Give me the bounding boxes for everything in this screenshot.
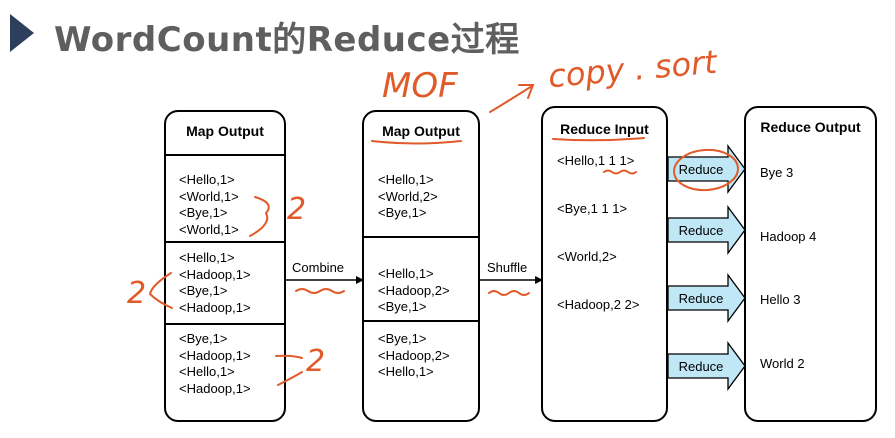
group3-bracket-bottom-icon	[277, 371, 303, 386]
reduce-input-underline-icon	[552, 137, 645, 142]
annotation-two-group2: 2	[127, 276, 147, 311]
title-bar: WordCount的Reduce过程	[0, 0, 895, 70]
combine-squiggle-icon	[295, 288, 345, 294]
reduce-arrow-label-4: Reduce	[678, 359, 724, 374]
title-triangle-icon	[10, 14, 34, 52]
map-output-1-divider-bottom	[166, 323, 284, 325]
group1-bracket-icon	[249, 196, 270, 237]
map-output-box-2: Map Output <Hello,1> <World,2> <Bye,1> <…	[362, 110, 480, 422]
reduce-circle-icon	[673, 148, 739, 192]
reduce-arrow-label-1: Reduce	[678, 162, 724, 177]
shuffle-label: Shuffle	[487, 260, 528, 275]
map-output-1-divider-mid	[166, 241, 284, 243]
map-output-1-divider-top	[166, 154, 284, 156]
reduce-arrow-label-3: Reduce	[678, 291, 724, 306]
map-output-2-group-1: <Hello,1> <World,2> <Bye,1>	[378, 172, 438, 220]
hello-squiggle-icon	[603, 169, 637, 175]
reduce-arrow-label-2: Reduce	[678, 223, 724, 238]
page-title: WordCount的Reduce过程	[54, 20, 520, 60]
map-output-2-title: Map Output	[382, 123, 460, 139]
annotation-two-group3: 2	[306, 344, 326, 379]
reduce-input-item-hadoop: <Hadoop,2 2>	[557, 297, 640, 312]
group3-bracket-top-icon	[275, 354, 303, 359]
mof-arrow-head-icon	[518, 84, 535, 99]
reduce-input-item-world: <World,2>	[557, 249, 617, 264]
map-output-2-group-3: <Bye,1> <Hadoop,2> <Hello,1>	[378, 331, 450, 379]
group2-bracket-icon	[148, 272, 173, 309]
map-output-1-group-1: <Hello,1> <World,1> <Bye,1> <World,1>	[179, 172, 239, 237]
reduce-output-item-world: World 2	[760, 356, 805, 371]
reduce-input-item-hello: <Hello,1 1 1>	[557, 153, 635, 168]
reduce-block-arrow-2	[667, 205, 746, 255]
combine-label: Combine	[292, 260, 345, 275]
reduce-output-box: Reduce Output Bye 3 Hadoop 4 Hello 3 Wor…	[744, 106, 877, 422]
combine-arrow-icon	[286, 276, 364, 284]
reduce-block-arrow-4	[667, 341, 746, 391]
annotation-two-group1: 2	[287, 192, 307, 227]
reduce-output-item-hello: Hello 3	[760, 292, 801, 307]
reduce-input-title: Reduce Input	[560, 121, 649, 137]
reduce-input-item-bye: <Bye,1 1 1>	[557, 201, 628, 216]
reduce-output-title: Reduce Output	[760, 119, 861, 135]
handwritten-marks	[148, 84, 739, 386]
reduce-output-item-bye: Bye 3	[760, 165, 794, 180]
mof-arrow-line-icon	[489, 85, 533, 113]
map-output-underline-icon	[371, 140, 462, 145]
shuffle-squiggle-icon	[488, 290, 530, 296]
annotation-mof: MOF	[382, 66, 458, 106]
map-output-1-title: Map Output	[186, 123, 264, 139]
map-output-box-1: Map Output <Hello,1> <World,1> <Bye,1> <…	[164, 110, 286, 422]
reduce-input-box: Reduce Input <Hello,1 1 1> <Bye,1 1 1> <…	[541, 106, 668, 422]
reduce-block-arrow-3	[667, 273, 746, 323]
shuffle-arrow-icon	[480, 276, 543, 284]
map-output-2-divider-mid	[364, 236, 478, 238]
map-output-1-group-3: <Bye,1> <Hadoop,1> <Hello,1> <Hadoop,1>	[179, 331, 251, 396]
map-output-1-group-2: <Hello,1> <Hadoop,1> <Bye,1> <Hadoop,1>	[179, 250, 251, 315]
map-output-2-divider-bottom	[364, 320, 478, 322]
reduce-output-item-hadoop: Hadoop 4	[760, 229, 817, 244]
map-output-2-group-2: <Hello,1> <Hadoop,2> <Bye,1>	[378, 266, 450, 314]
